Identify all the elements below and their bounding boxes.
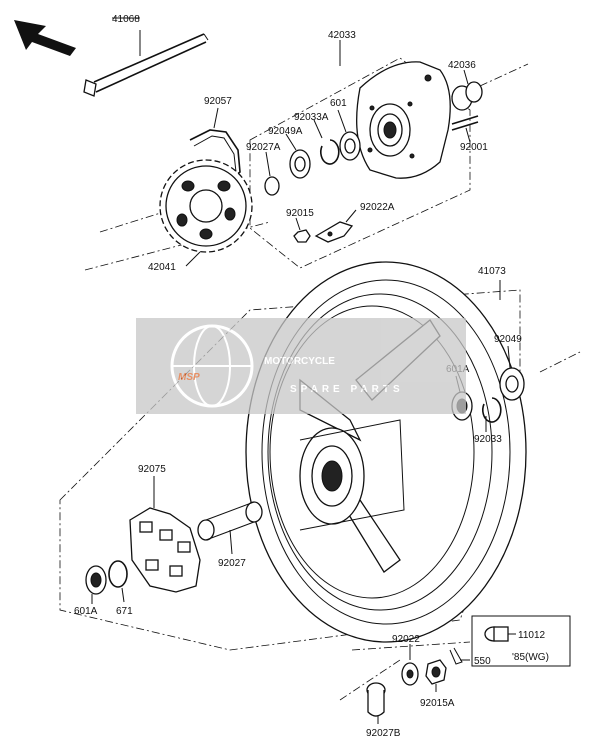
label-671: 671	[116, 606, 133, 617]
lock-plate-92022A[interactable]	[314, 209, 357, 243]
label-42036: 42036	[448, 60, 476, 71]
hub-damper-92075[interactable]	[129, 476, 201, 593]
front-direction-arrow-icon	[14, 20, 76, 56]
label-601A-bottom: 601A	[74, 606, 98, 617]
label-92027A: 92027A	[246, 142, 281, 153]
watermark-line1: MOTORCYCLE	[264, 356, 335, 367]
label-92049A: 92049A	[268, 126, 303, 137]
label-92049: 92049	[494, 334, 522, 345]
label-92027: 92027	[218, 558, 246, 569]
collar-42036[interactable]	[451, 69, 483, 111]
watermark-line2: SPARE PARTS	[290, 384, 404, 395]
label-92057: 92057	[204, 96, 232, 107]
label-85wg: '85(WG)	[512, 652, 549, 663]
sprocket-coupling-42033[interactable]	[356, 61, 451, 179]
cotter-pin-550[interactable]	[449, 647, 470, 665]
washer-92022[interactable]	[401, 644, 419, 686]
spacer-92027A[interactable]	[264, 151, 280, 196]
label-41073: 41073	[478, 266, 506, 277]
watermark-logo: MSP	[178, 372, 200, 383]
rear-sprocket-42041[interactable]	[159, 159, 253, 267]
bearing-601[interactable]	[337, 109, 361, 161]
label-92001: 92001	[460, 142, 488, 153]
label-92015A: 92015A	[420, 698, 455, 709]
stud-92001[interactable]	[451, 115, 479, 143]
label-92022: 92022	[392, 634, 420, 645]
nut-92015[interactable]	[293, 217, 311, 243]
collar-92027B[interactable]	[366, 682, 386, 724]
label-550: 550	[474, 656, 491, 667]
spacer-92027[interactable]	[197, 501, 263, 555]
axle-41068[interactable]	[83, 17, 209, 97]
label-92075: 92075	[138, 464, 166, 475]
oil-seal-92049A[interactable]	[285, 133, 311, 179]
upper-assembly-box	[249, 57, 471, 269]
bearing-601A-bottom[interactable]	[85, 565, 107, 604]
label-92015: 92015	[286, 208, 314, 219]
label-11012: 11012	[518, 630, 546, 641]
label-41068: 41068	[112, 14, 140, 25]
circlip-92033[interactable]	[482, 397, 502, 432]
label-42033: 42033	[328, 30, 356, 41]
oil-seal-92049[interactable]	[499, 345, 525, 401]
o-ring-671[interactable]	[108, 560, 128, 603]
circlip-92033A[interactable]	[313, 119, 340, 165]
nut-92015A[interactable]	[425, 659, 447, 692]
label-601: 601	[330, 98, 347, 109]
label-92027B: 92027B	[366, 728, 401, 739]
label-42041: 42041	[148, 262, 176, 273]
label-92033A: 92033A	[294, 112, 329, 123]
label-92033: 92033	[474, 434, 502, 445]
label-92022A: 92022A	[360, 202, 395, 213]
watermark: MSP MOTORCYCLE SPARE PARTS	[136, 318, 466, 414]
cap-11012[interactable]	[471, 615, 571, 667]
